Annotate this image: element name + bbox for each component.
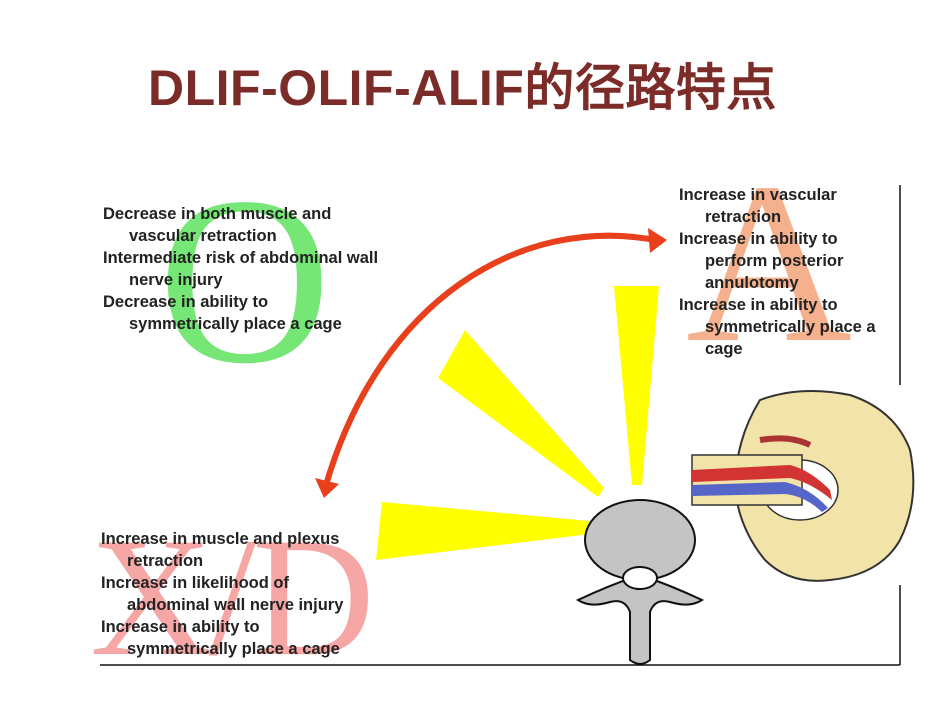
note-text: Decrease in ability to: [103, 293, 269, 311]
arc-arrow-path: [323, 232, 658, 488]
note-item: Decrease in both muscle and vascular retr…: [103, 203, 433, 247]
note-text: Increase in vascular: [679, 186, 837, 204]
note-text-continued: perform posterior: [705, 252, 844, 270]
note-text-continued: symmetrically place a: [705, 318, 876, 336]
spinal-canal: [622, 566, 658, 590]
note-text: Increase in muscle and plexus: [101, 530, 340, 548]
note-text-continued: symmetrically place a cage: [129, 315, 342, 333]
oblique-approach-notes: Decrease in both muscle and vascular retr…: [103, 203, 433, 335]
note-item: Increase in ability to symmetrically plac…: [101, 616, 401, 660]
arc-arrow-head-xd: [315, 478, 339, 498]
note-text-continued: vascular retraction: [129, 227, 277, 245]
note-item: Increase in vascular retraction: [679, 184, 909, 228]
note-text: Intermediate risk of abdominal wall: [103, 249, 379, 267]
note-text-continued: symmetrically place a cage: [127, 640, 340, 658]
note-text: Increase in ability to: [679, 230, 838, 248]
arc-arrow-head-a: [648, 228, 667, 253]
note-item: Intermediate risk of abdominal wall nerve…: [103, 247, 433, 291]
pelvis-illustration: [691, 390, 915, 582]
note-text: Increase in ability to: [101, 618, 260, 636]
note-item: Increase in muscle and plexus retraction: [101, 528, 401, 572]
page-title: DLIF-OLIF-ALIF的径路特点: [148, 60, 777, 116]
vertebra-illustration: [575, 499, 705, 665]
note-text: Increase in ability to: [679, 296, 838, 314]
note-text: Increase in likelihood of: [101, 574, 289, 592]
beam-oblique: [438, 330, 604, 497]
note-text-continued: retraction: [705, 208, 782, 226]
note-text-continued: nerve injury: [129, 271, 223, 289]
note-text-continued: annulotomy: [705, 274, 799, 292]
note-item: Increase in ability to symmetrically plac…: [679, 294, 909, 360]
note-text: Decrease in both muscle and: [103, 205, 332, 223]
beam-lateral: [376, 502, 590, 560]
note-item: Decrease in ability to symmetrically plac…: [103, 291, 433, 335]
beam-anterior: [614, 286, 659, 485]
note-item: Increase in ability to perform posterior a…: [679, 228, 909, 294]
anterior-approach-notes: Increase in vascular retraction Increase …: [679, 184, 909, 360]
note-text-continued: abdominal wall nerve injury: [127, 596, 344, 614]
note-text-continued: cage: [705, 340, 743, 358]
note-text-continued: retraction: [127, 552, 204, 570]
note-item: Increase in likelihood of abdominal wall …: [101, 572, 401, 616]
